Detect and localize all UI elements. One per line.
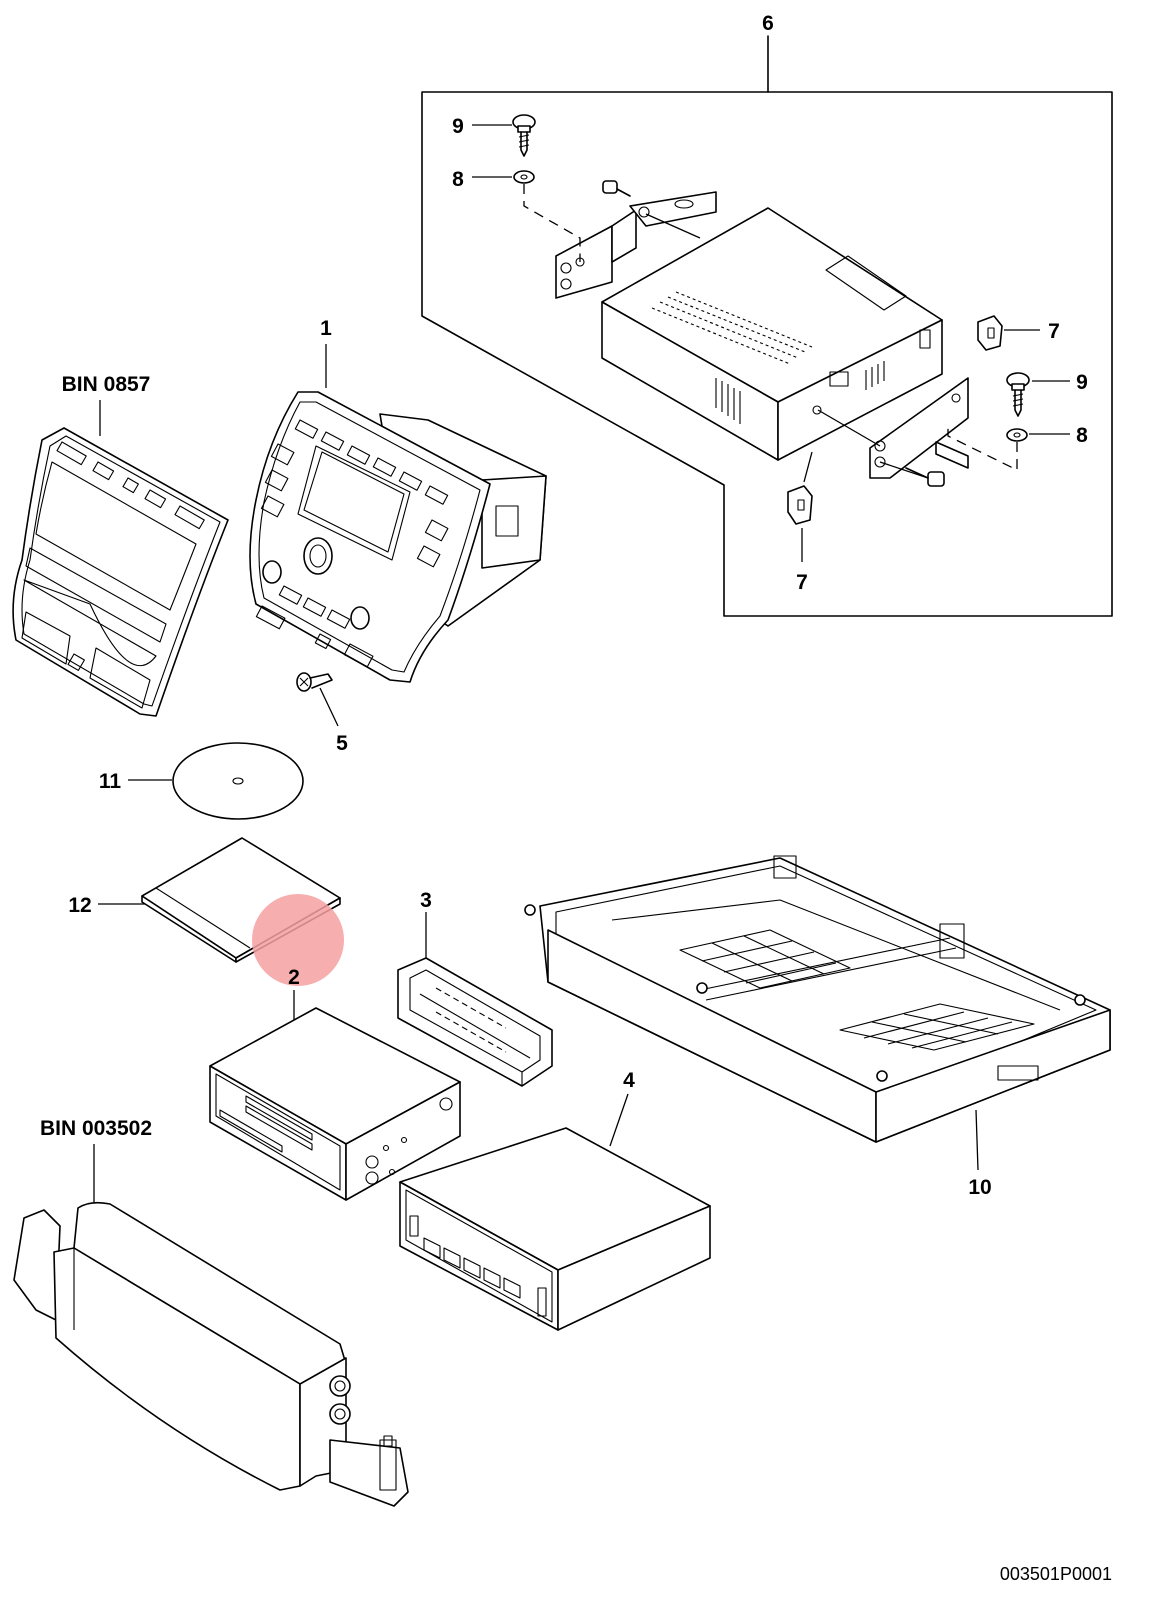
tray-grid-right	[839, 1003, 1035, 1051]
callout-7-right: 7	[1048, 320, 1060, 343]
head-unit-1	[249, 344, 547, 683]
tray-grid-left	[679, 929, 851, 989]
screw-9-upper	[472, 114, 536, 157]
callout-4: 4	[623, 1069, 635, 1092]
group-6-outline	[421, 35, 1113, 617]
callout-9-upper: 9	[452, 115, 464, 138]
bin-003502-label: BIN 003502	[40, 1117, 152, 1140]
callout-10: 10	[968, 1176, 991, 1199]
reference-code: 003501P0001	[1000, 1564, 1112, 1584]
side-vent	[865, 361, 885, 390]
callout-8-upper: 8	[452, 168, 464, 191]
washer-8-lower	[947, 424, 1070, 472]
front-vent	[715, 378, 741, 424]
disc-11	[128, 742, 304, 820]
clip-7-lower	[787, 451, 813, 562]
callout-labels: 6 9 8 7 9 8 7 1 BIN 0857 5 11 12 3 2 4 1…	[40, 12, 1112, 1584]
callout-9-lower: 9	[1076, 371, 1088, 394]
callout-6: 6	[762, 12, 774, 35]
bin-0857-label: BIN 0857	[62, 373, 151, 396]
storage-tray-10	[524, 855, 1111, 1171]
screw-9-lower	[1006, 372, 1070, 417]
clip-7-right	[977, 315, 1040, 351]
callout-8-lower: 8	[1076, 424, 1088, 447]
callout-11: 11	[99, 770, 122, 793]
screw-5	[296, 672, 339, 727]
navigation-unit-4	[399, 1093, 711, 1331]
callout-3: 3	[420, 889, 432, 912]
trim-bezel-bin-0857	[12, 400, 229, 717]
callout-2: 2	[288, 966, 300, 989]
mounting-frame-3	[397, 912, 553, 1087]
bolt-icon	[602, 180, 631, 197]
cd-changer-2	[209, 990, 461, 1201]
unit-4-buttons	[423, 1237, 521, 1299]
callout-1: 1	[320, 317, 332, 340]
console-bin-003502	[13, 1144, 409, 1507]
callout-12: 12	[68, 894, 91, 917]
frame-slots	[435, 987, 507, 1053]
washer-8-upper	[472, 170, 581, 262]
callout-7-lower: 7	[796, 571, 808, 594]
control-unit-module	[555, 180, 969, 487]
callout-5: 5	[336, 732, 348, 755]
vent-grille	[651, 291, 813, 365]
highlight-marker	[252, 894, 344, 986]
